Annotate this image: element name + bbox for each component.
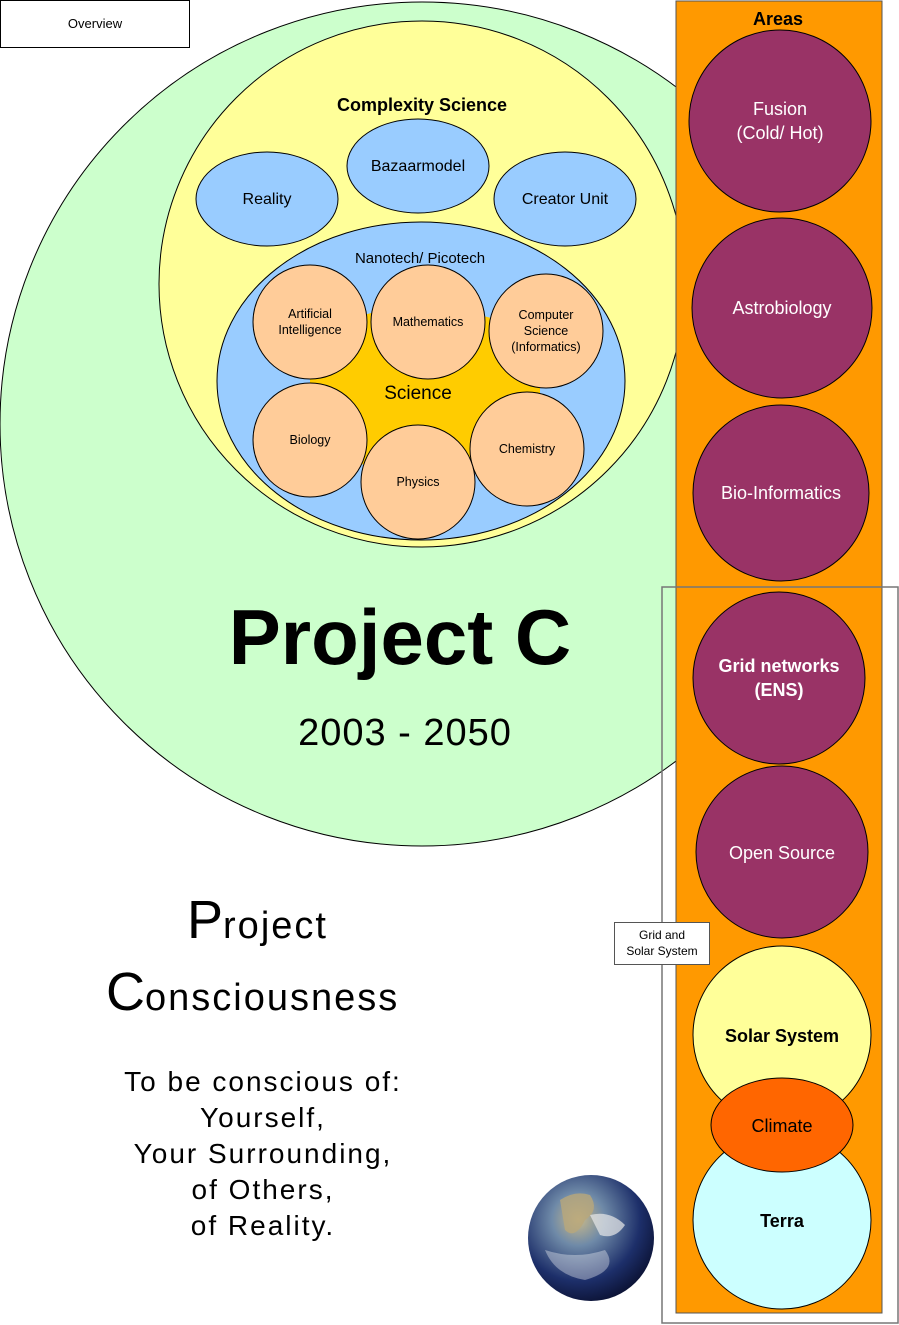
areas-title: Areas bbox=[753, 9, 803, 29]
svg-text:Bio-Informatics: Bio-Informatics bbox=[721, 483, 841, 503]
earth-image bbox=[528, 1175, 654, 1301]
svg-text:Creator Unit: Creator Unit bbox=[522, 191, 609, 208]
bio-informatics-node[interactable]: Bio-Informatics bbox=[692, 404, 870, 582]
project-consciousness-line1: Project bbox=[187, 890, 328, 950]
svg-text:Fusion: Fusion bbox=[753, 99, 807, 119]
svg-text:Grid and: Grid and bbox=[639, 928, 685, 942]
svg-text:Yourself,: Yourself, bbox=[200, 1102, 326, 1133]
bazaarmodel-node[interactable]: Bazaarmodel bbox=[346, 118, 490, 214]
climate-node[interactable]: Climate bbox=[710, 1077, 854, 1173]
svg-text:Reality: Reality bbox=[243, 191, 292, 208]
svg-text:Chemistry: Chemistry bbox=[499, 442, 556, 456]
svg-text:Solar System: Solar System bbox=[626, 944, 697, 958]
biology-node[interactable]: Biology bbox=[252, 382, 368, 498]
computer-science-node[interactable]: Computer Science (Informatics) bbox=[488, 273, 604, 389]
svg-text:Your Surrounding,: Your Surrounding, bbox=[134, 1138, 393, 1169]
fusion-node[interactable]: Fusion (Cold/ Hot) bbox=[688, 29, 872, 213]
svg-text:Solar System: Solar System bbox=[725, 1026, 839, 1046]
svg-text:Grid networks: Grid networks bbox=[718, 656, 839, 676]
chemistry-node[interactable]: Chemistry bbox=[469, 391, 585, 507]
physics-node[interactable]: Physics bbox=[360, 424, 476, 540]
svg-text:Overview: Overview bbox=[68, 16, 123, 31]
svg-text:(Cold/ Hot): (Cold/ Hot) bbox=[736, 123, 823, 143]
svg-text:Climate: Climate bbox=[751, 1116, 812, 1136]
complexity-science-title: Complexity Science bbox=[337, 95, 507, 115]
svg-text:Biology: Biology bbox=[290, 433, 332, 447]
svg-text:Physics: Physics bbox=[396, 475, 439, 489]
svg-text:Mathematics: Mathematics bbox=[393, 315, 464, 329]
svg-text:(Informatics): (Informatics) bbox=[511, 340, 580, 354]
svg-text:Terra: Terra bbox=[760, 1211, 805, 1231]
motto: To be conscious of: Yourself, Your Surro… bbox=[124, 1066, 402, 1241]
project-consciousness-line2: Consciousness bbox=[106, 962, 399, 1022]
svg-text:of Reality.: of Reality. bbox=[191, 1210, 335, 1241]
svg-text:Astrobiology: Astrobiology bbox=[732, 298, 831, 318]
svg-text:Science: Science bbox=[524, 324, 569, 338]
svg-text:Artificial: Artificial bbox=[288, 307, 332, 321]
astrobiology-node[interactable]: Astrobiology bbox=[691, 217, 873, 399]
svg-text:To be conscious of:: To be conscious of: bbox=[124, 1066, 402, 1097]
nanotech-title: Nanotech/ Picotech bbox=[355, 250, 485, 267]
reality-node[interactable]: Reality bbox=[195, 151, 339, 247]
grid-solar-label: Grid and Solar System bbox=[614, 922, 710, 965]
svg-text:Open Source: Open Source bbox=[729, 843, 835, 863]
artificial-intelligence-node[interactable]: Artificial Intelligence bbox=[252, 264, 368, 380]
open-source-node[interactable]: Open Source bbox=[695, 765, 869, 939]
grid-networks-node[interactable]: Grid networks (ENS) bbox=[692, 591, 866, 765]
svg-text:(ENS): (ENS) bbox=[755, 680, 804, 700]
creator-unit-node[interactable]: Creator Unit bbox=[493, 151, 637, 247]
science-label: Science bbox=[384, 383, 452, 404]
project-years: 2003 - 2050 bbox=[298, 712, 512, 754]
svg-text:Bazaarmodel: Bazaarmodel bbox=[371, 158, 465, 175]
mathematics-node[interactable]: Mathematics bbox=[370, 264, 486, 380]
svg-text:Intelligence: Intelligence bbox=[278, 323, 341, 337]
svg-text:Computer: Computer bbox=[519, 308, 574, 322]
overview-button[interactable]: Overview bbox=[0, 0, 190, 48]
svg-text:of Others,: of Others, bbox=[192, 1174, 335, 1205]
project-title: Project C bbox=[229, 593, 571, 681]
